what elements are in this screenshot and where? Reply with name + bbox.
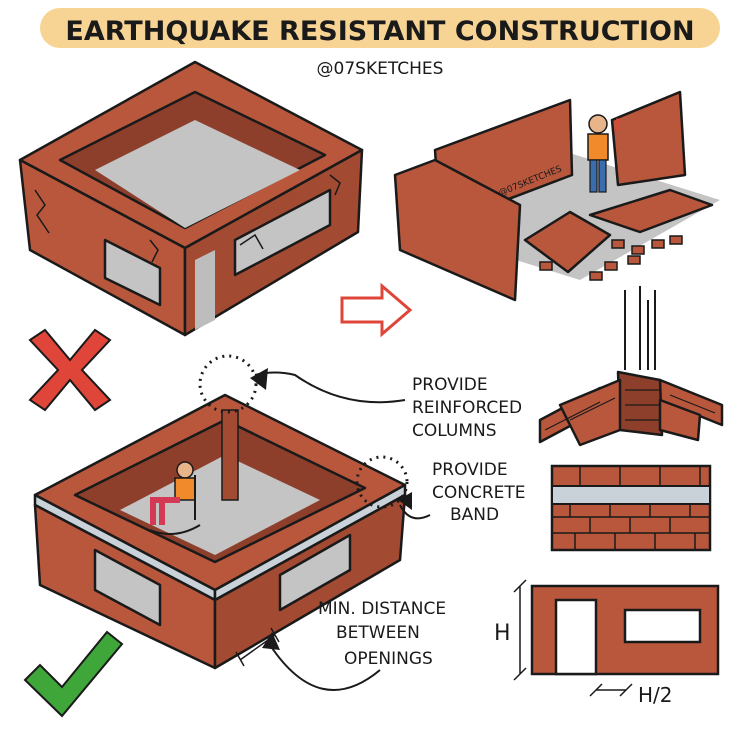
label-band-line2: CONCRETE <box>432 483 526 503</box>
scared-person: ! <box>587 114 621 193</box>
title-banner <box>40 8 720 48</box>
collapsed-building: @07SKETCHES ! <box>393 90 720 302</box>
arrow-right-icon <box>340 282 413 338</box>
half-height-label: H/2 <box>638 683 673 707</box>
unreinforced-building <box>18 60 364 337</box>
openings-detail: H H/2 <box>494 579 720 707</box>
relaxed-person-rocking-chair <box>149 461 201 535</box>
cross-icon <box>28 328 112 412</box>
label-columns-line2: REINFORCED <box>412 398 522 418</box>
label-openings-line2: BETWEEN <box>336 623 420 643</box>
checkmark-icon <box>23 630 124 718</box>
label-openings-line3: OPENINGS <box>344 649 433 669</box>
concrete-band-detail <box>550 464 712 552</box>
label-band-line1: PROVIDE <box>432 460 508 480</box>
author-handle: @07SKETCHES <box>317 59 444 79</box>
page-title: EARTHQUAKE RESISTANT CONSTRUCTION <box>65 16 694 47</box>
reinforced-column-detail <box>538 286 724 447</box>
label-columns-line3: COLUMNS <box>412 421 497 441</box>
label-columns-line1: PROVIDE <box>412 375 488 395</box>
reinforced-building <box>33 354 409 670</box>
height-label: H <box>494 621 511 646</box>
svg-text:!: ! <box>614 115 621 134</box>
label-openings-line1: MIN. DISTANCE <box>318 599 446 619</box>
label-band-line3: BAND <box>450 505 499 525</box>
